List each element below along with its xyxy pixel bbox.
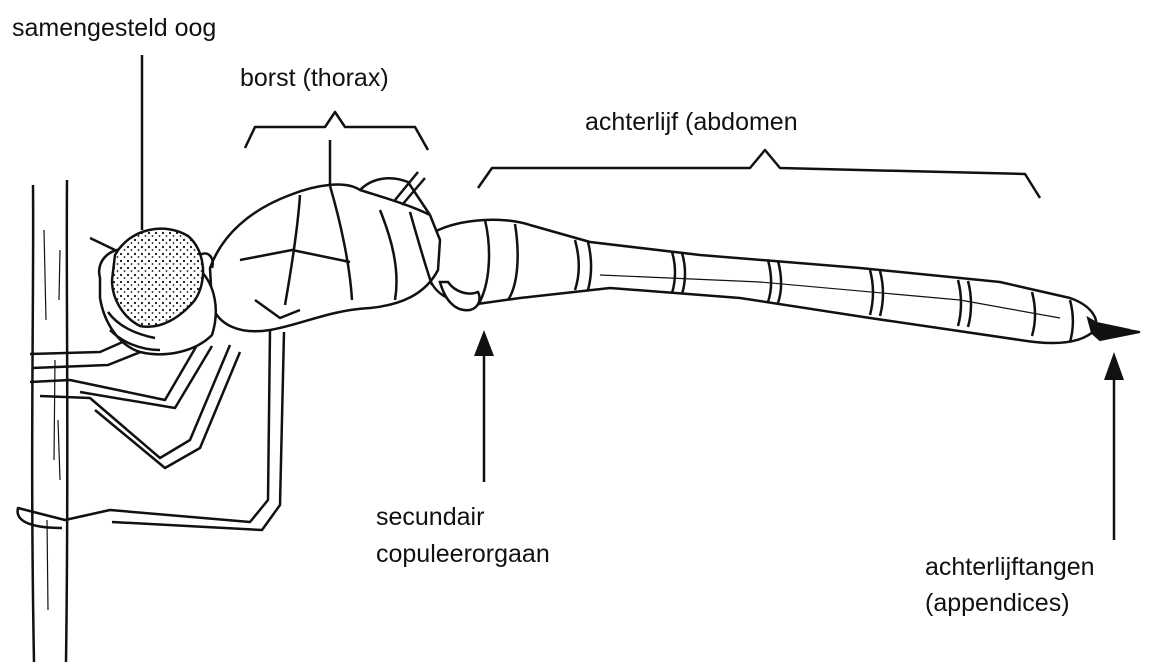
dragonfly-abdomen <box>428 220 1097 343</box>
thorax-bracket <box>245 112 428 150</box>
plant-stem <box>32 180 67 662</box>
label-abdomen: achterlijf (abdomen <box>585 108 798 136</box>
label-compound-eye: samengesteld oog <box>12 14 216 42</box>
label-appendages-line1: achterlijftangen <box>925 553 1095 581</box>
label-appendages-line2: (appendices) <box>925 589 1070 617</box>
dragonfly-thorax <box>210 140 440 331</box>
dragonfly-head <box>90 229 216 355</box>
copulatory-organ-arrowhead <box>474 330 494 356</box>
dragonfly-legs <box>18 330 284 530</box>
abdomen-bracket <box>478 150 1040 198</box>
appendages-arrowhead <box>1104 352 1124 380</box>
label-secondary-organ-line1: secundair <box>376 503 484 531</box>
annotation-arrows <box>474 330 1124 540</box>
label-secondary-organ-line2: copuleerorgaan <box>376 540 550 568</box>
label-thorax: borst (thorax) <box>240 64 389 92</box>
